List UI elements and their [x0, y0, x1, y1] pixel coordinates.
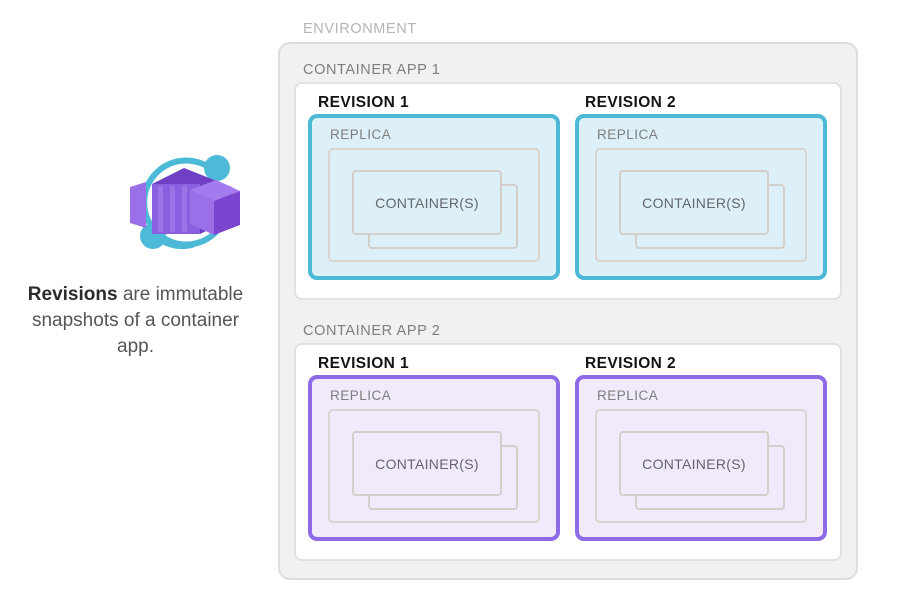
environment-label: ENVIRONMENT — [303, 21, 417, 37]
caption-rest: are immutable snapshots of a container a… — [31, 284, 244, 357]
caption-bold: Revisions — [27, 284, 118, 305]
container-app-1-label: CONTAINER APP 1 — [303, 62, 441, 78]
replica-label: REPLICA — [597, 127, 659, 142]
app2-revision-2-label: REVISION 2 — [585, 355, 676, 372]
app1-revision-1-label: REVISION 1 — [318, 94, 409, 111]
container-front-rect: CONTAINER(S) — [619, 431, 769, 496]
app2-revision-2-box: REPLICA CONTAINER(S) — [575, 375, 827, 541]
app1-revision-2-box: REPLICA CONTAINER(S) — [575, 114, 827, 280]
container-app-2-label: CONTAINER APP 2 — [303, 323, 441, 339]
replica-label: REPLICA — [330, 388, 392, 403]
caption-text: Revisions are immutable snapshots of a c… — [18, 282, 253, 360]
replica-label: REPLICA — [597, 388, 659, 403]
container-front-rect: CONTAINER(S) — [352, 431, 502, 496]
replica-inner-box: CONTAINER(S) — [595, 409, 807, 523]
container-front-rect: CONTAINER(S) — [619, 170, 769, 235]
container-label: CONTAINER(S) — [642, 455, 746, 472]
container-label: CONTAINER(S) — [375, 194, 479, 211]
azure-container-apps-icon — [120, 140, 245, 265]
container-label: CONTAINER(S) — [375, 455, 479, 472]
replica-inner-box: CONTAINER(S) — [595, 148, 807, 262]
replica-label: REPLICA — [330, 127, 392, 142]
container-label: CONTAINER(S) — [642, 194, 746, 211]
app1-revision-2-label: REVISION 2 — [585, 94, 676, 111]
legend-panel: Revisions are immutable snapshots of a c… — [0, 0, 270, 610]
app2-revision-1-box: REPLICA CONTAINER(S) — [308, 375, 560, 541]
replica-inner-box: CONTAINER(S) — [328, 409, 540, 523]
app2-revision-1-label: REVISION 1 — [318, 355, 409, 372]
app1-revision-1-box: REPLICA CONTAINER(S) — [308, 114, 560, 280]
replica-inner-box: CONTAINER(S) — [328, 148, 540, 262]
container-front-rect: CONTAINER(S) — [352, 170, 502, 235]
